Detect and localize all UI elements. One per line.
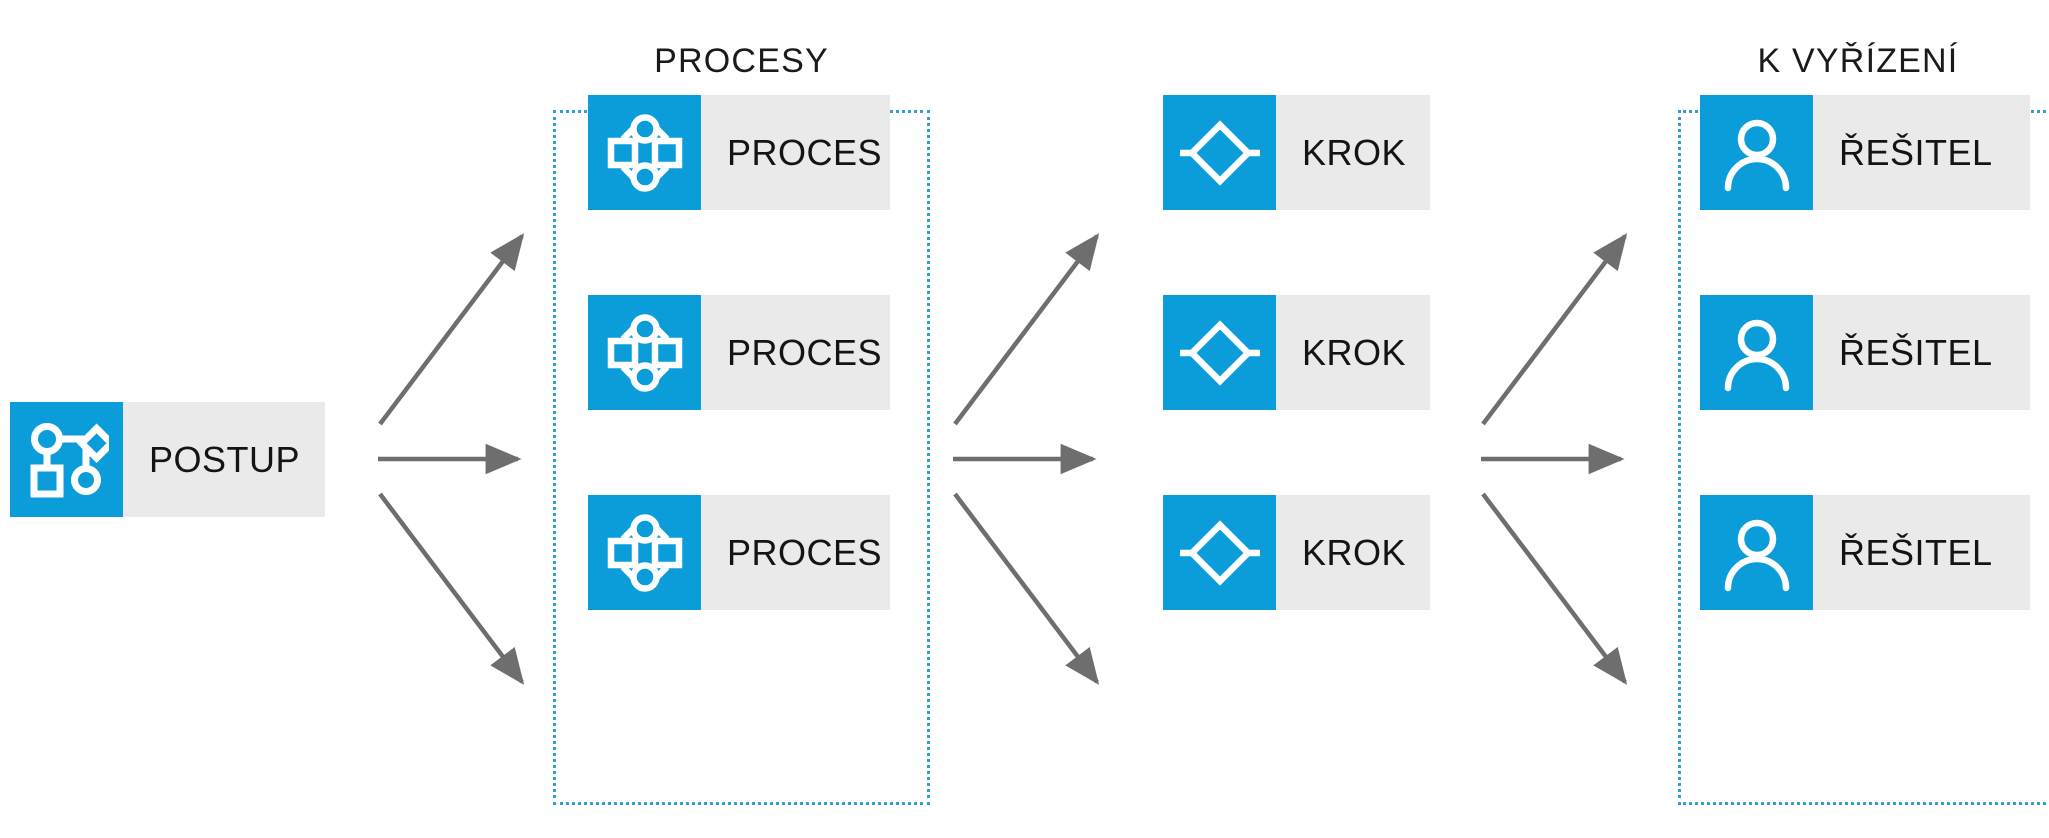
- group-title-procesy: PROCESY: [654, 42, 829, 80]
- card-krok-top[interactable]: KROK: [1163, 95, 1430, 210]
- connector-proces-to-krok-top: [953, 233, 1100, 426]
- connector-postup-to-proces-bottom: [378, 492, 525, 685]
- card-proces-middle[interactable]: PROCES: [588, 295, 890, 410]
- card-resitel-middle[interactable]: ŘEŠITEL: [1700, 295, 2030, 410]
- process-nodes-icon: [588, 295, 701, 410]
- card-krok-bottom[interactable]: KROK: [1163, 495, 1430, 610]
- card-label-resitel-middle: ŘEŠITEL: [1839, 331, 1993, 373]
- group-box-k-vyrizeni: [1678, 110, 2049, 805]
- card-label-proces-bottom: PROCES: [727, 531, 883, 573]
- process-nodes-icon: [588, 495, 701, 610]
- decision-diamond-icon: [1163, 495, 1276, 610]
- group-title-k-vyrizeni: K VYŘÍZENÍ: [1757, 42, 1959, 80]
- card-resitel-bottom[interactable]: ŘEŠITEL: [1700, 495, 2030, 610]
- card-label-krok-middle: KROK: [1302, 331, 1407, 373]
- card-label-krok-top: KROK: [1302, 131, 1407, 173]
- card-postup[interactable]: POSTUP: [10, 402, 325, 517]
- connector-krok-to-resitel-bottom: [1481, 492, 1628, 685]
- card-label-krok-bottom: KROK: [1302, 531, 1407, 573]
- card-label-resitel-bottom: ŘEŠITEL: [1839, 531, 1993, 573]
- decision-diamond-icon: [1163, 95, 1276, 210]
- workflow-graph-icon: [10, 402, 123, 517]
- card-resitel-top[interactable]: ŘEŠITEL: [1700, 95, 2030, 210]
- person-icon: [1700, 295, 1813, 410]
- card-label-resitel-top: ŘEŠITEL: [1839, 131, 1993, 173]
- card-proces-bottom[interactable]: PROCES: [588, 495, 890, 610]
- card-krok-middle[interactable]: KROK: [1163, 295, 1430, 410]
- group-box-procesy: [553, 110, 930, 805]
- card-label-proces-top: PROCES: [727, 131, 883, 173]
- person-icon: [1700, 95, 1813, 210]
- card-label-postup: POSTUP: [149, 438, 301, 480]
- person-icon: [1700, 495, 1813, 610]
- connector-postup-to-proces-top: [378, 233, 525, 426]
- decision-diamond-icon: [1163, 295, 1276, 410]
- process-nodes-icon: [588, 95, 701, 210]
- connector-krok-to-resitel-top: [1481, 233, 1628, 426]
- card-proces-top[interactable]: PROCES: [588, 95, 890, 210]
- card-label-proces-middle: PROCES: [727, 331, 883, 373]
- connector-proces-to-krok-bottom: [953, 492, 1100, 685]
